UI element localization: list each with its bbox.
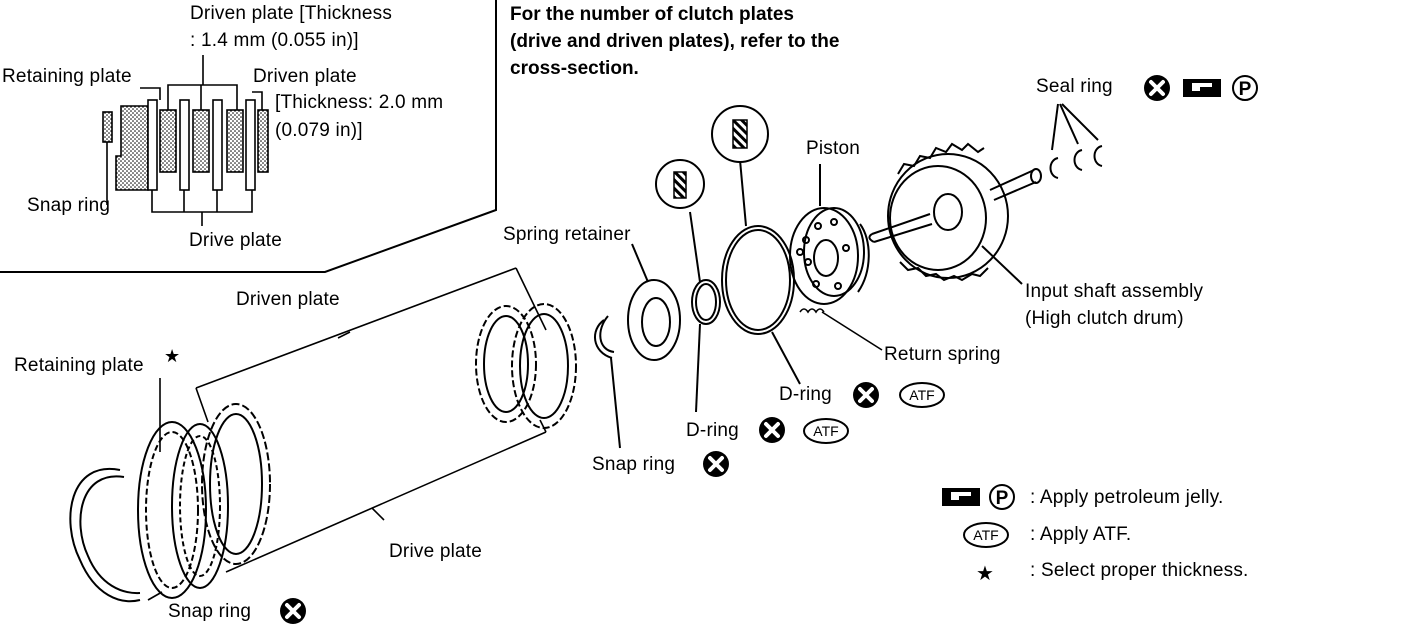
inset-driven-plate-thick-spec: [Thickness: 2.0 mm: [275, 92, 444, 113]
retaining-plate-label: Retaining plate: [14, 355, 144, 376]
inset-driven-plate-thick-spec-in: (0.079 in)]: [275, 120, 363, 141]
inset-driven-plate-thin-label: Driven plate [Thickness: [190, 3, 393, 24]
p-circle-icon: P: [1232, 75, 1258, 101]
snap-ring-large-shape: [69, 467, 141, 603]
input-shaft-sublabel: (High clutch drum): [1025, 308, 1184, 329]
inset-retaining-plate-label: Retaining plate: [2, 66, 132, 87]
return-spring-label: Return spring: [884, 344, 1001, 365]
note-line: For the number of clutch plates: [510, 4, 794, 25]
spring-retainer-shape: [627, 243, 681, 361]
input-shaft-label: Input shaft assembly: [1025, 281, 1204, 302]
spring-retainer-label: Spring retainer: [503, 224, 631, 245]
star-icon: ★: [976, 563, 994, 585]
piston-label: Piston: [806, 138, 861, 159]
replace-x-icon: [757, 415, 787, 445]
d-ring-inner-label: D-ring: [686, 420, 739, 441]
atf-badge-icon: ATF: [803, 418, 849, 444]
d-ring-outer-label: D-ring: [779, 384, 832, 405]
drive-plate-label: Drive plate: [389, 541, 483, 562]
petroleum-jelly-icon: [1183, 79, 1221, 97]
legend-atf-text: : Apply ATF.: [1030, 524, 1132, 545]
p-circle-icon: P: [989, 484, 1015, 510]
inset-frame: [0, 0, 497, 273]
legend-petroleum-text: : Apply petroleum jelly.: [1030, 487, 1224, 508]
hatch-callouts: [655, 105, 769, 209]
d-ring-outer-shape: [721, 159, 801, 385]
inset-drive-plate-label: Drive plate: [189, 230, 283, 251]
cross-section-note: For the number of clutch plates (drive a…: [510, 1, 839, 82]
rear-plates: [475, 303, 577, 429]
inset-driven-plate-thin-spec: : 1.4 mm (0.055 in)]: [190, 30, 359, 51]
svg-text:ATF: ATF: [973, 527, 998, 543]
piston-shape: [789, 164, 870, 305]
replace-x-icon: [701, 449, 731, 479]
driven-plate-label: Driven plate: [236, 289, 340, 310]
input-shaft-shape: [868, 142, 1042, 285]
svg-text:P: P: [1239, 79, 1252, 100]
inset-driven-plate-thick-label: Driven plate: [253, 66, 357, 87]
replace-x-icon: [278, 596, 308, 626]
snap-ring-small-label: Snap ring: [592, 454, 676, 475]
replace-x-icon: [851, 380, 881, 410]
inset-snap-ring-label: Snap ring: [27, 195, 111, 216]
svg-text:ATF: ATF: [813, 423, 838, 439]
atf-badge-icon: ATF: [963, 522, 1009, 548]
front-plates: [137, 403, 271, 599]
seal-ring-label: Seal ring: [1036, 76, 1113, 97]
seal-rings-shape: [1049, 103, 1103, 179]
note-line: cross-section.: [510, 58, 639, 79]
snap-ring-large-label: Snap ring: [168, 601, 252, 622]
leader-lines: [147, 331, 385, 601]
inset-cross-section: [102, 55, 269, 226]
atf-badge-icon: ATF: [899, 382, 945, 408]
snap-ring-small-shape: [594, 315, 621, 449]
legend-star-text: : Select proper thickness.: [1030, 560, 1249, 581]
clutch-pack-bracket: [195, 267, 547, 573]
petroleum-jelly-icon: [942, 488, 980, 506]
return-spring-shape: [799, 308, 883, 351]
svg-text:ATF: ATF: [909, 387, 934, 403]
star-icon: ★: [164, 346, 180, 366]
replace-x-icon: [1142, 73, 1172, 103]
d-ring-inner-shape: [689, 211, 721, 413]
svg-text:P: P: [996, 488, 1009, 509]
note-line: (drive and driven plates), refer to the: [510, 31, 840, 52]
